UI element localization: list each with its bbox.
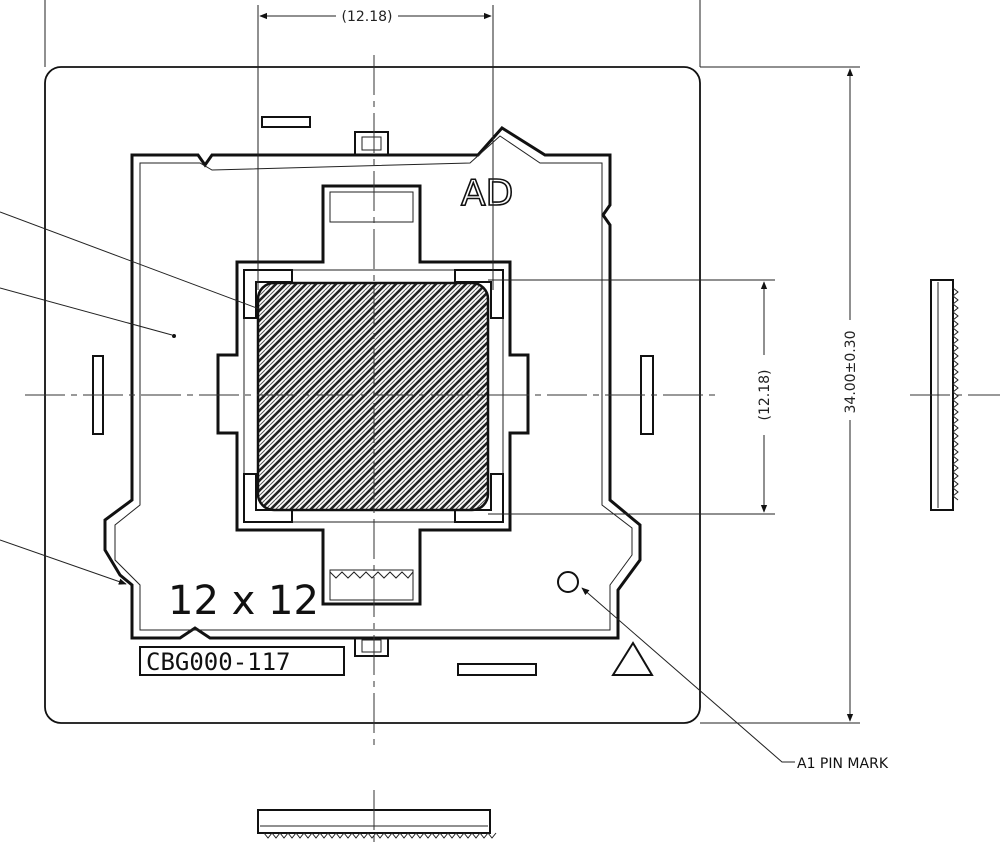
top-latch bbox=[354, 131, 389, 156]
socket-body-outline bbox=[103, 126, 642, 640]
top-latch-inner bbox=[361, 136, 382, 151]
leader-dot-2 bbox=[172, 334, 176, 338]
orientation-triangle bbox=[611, 641, 654, 676]
bottom-latch bbox=[354, 637, 389, 657]
marking-ad: AD bbox=[461, 173, 513, 214]
corner-guide-tl bbox=[243, 269, 293, 319]
part-number-box bbox=[139, 646, 345, 676]
leader-line-3 bbox=[0, 539, 127, 585]
side-view-right-pins bbox=[952, 287, 959, 501]
top-dimension-label: (12.18) bbox=[341, 9, 392, 25]
bottom-latch-inner bbox=[361, 639, 382, 653]
a1-pin-leader bbox=[581, 587, 795, 763]
leader-line-2 bbox=[0, 287, 173, 336]
slot-top bbox=[261, 116, 311, 128]
corner-guide-bl bbox=[243, 473, 293, 523]
cavity-bottom-inner bbox=[329, 569, 414, 601]
cavity-serration bbox=[329, 571, 414, 579]
corner-guide-br bbox=[454, 473, 504, 523]
marking-size: 12 x 12 bbox=[168, 578, 319, 624]
right-dimension-outer-label: 34.00±0.30 bbox=[843, 331, 859, 414]
right-dimension-inner-label: (12.18) bbox=[757, 369, 773, 420]
socket-body-inner-outline bbox=[114, 135, 633, 631]
cross-cavity bbox=[216, 184, 530, 606]
cavity-top-inner bbox=[329, 191, 414, 223]
a1-pin-mark-label: A1 PIN MARK bbox=[797, 756, 889, 772]
slot-bottom bbox=[457, 663, 537, 676]
part-number: CBG000-117 bbox=[146, 648, 291, 676]
side-view-bottom-pins bbox=[263, 832, 497, 839]
leader-line-1 bbox=[0, 211, 263, 311]
corner-guide-tr bbox=[454, 269, 504, 319]
pin-array bbox=[256, 281, 490, 512]
a1-pin-mark-circle bbox=[557, 571, 579, 593]
